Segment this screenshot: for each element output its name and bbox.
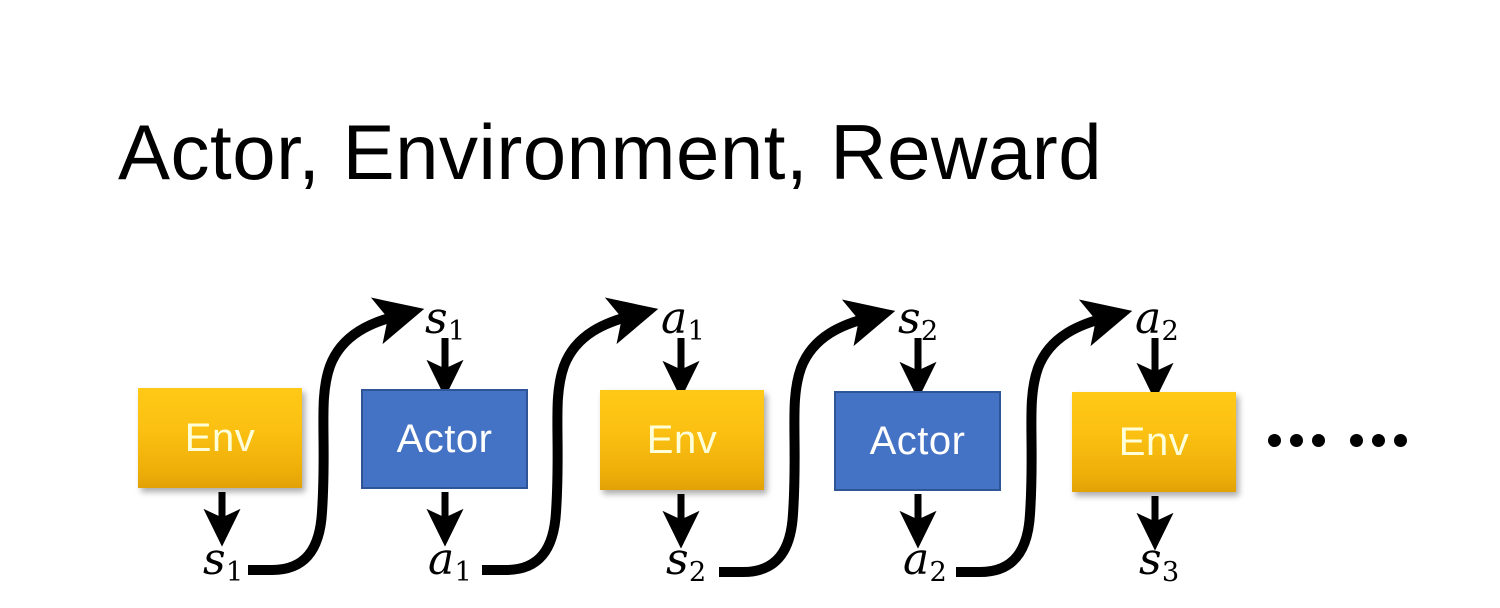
ellipsis-dot <box>1268 434 1281 447</box>
ellipsis-gap <box>1334 440 1341 441</box>
subscript: 1 <box>447 316 466 348</box>
symbol: a <box>1135 293 1162 344</box>
symbol: s <box>203 534 226 585</box>
subscript: 2 <box>920 316 939 348</box>
feedback-s-curves <box>248 297 1133 577</box>
node-label: Env <box>184 416 256 460</box>
label-state-s3-bottom: s3 <box>1139 538 1179 587</box>
subscript: 2 <box>929 557 947 589</box>
subscript: 3 <box>1161 557 1180 589</box>
down-arrows-into-node <box>426 338 1174 401</box>
subscript: 1 <box>687 316 705 348</box>
symbol: s <box>425 293 448 344</box>
node-label: Actor <box>869 419 966 463</box>
ellipsis-dot <box>1372 434 1385 447</box>
label-action-a2-bottom: a2 <box>903 538 947 587</box>
down-arrows-out-of-node <box>203 492 1174 551</box>
s-curve-s1 <box>248 297 425 575</box>
s-curve-s2 <box>719 299 896 577</box>
s-curve-a2 <box>956 299 1133 577</box>
label-state-s2-top: s2 <box>898 297 938 346</box>
ellipsis-dot <box>1394 434 1407 447</box>
node-actor-2[interactable]: Actor <box>834 391 1001 491</box>
label-action-a1-top: a1 <box>661 297 705 346</box>
node-env-1[interactable]: Env <box>138 388 302 488</box>
subscript: 1 <box>225 557 244 589</box>
subscript: 2 <box>688 557 707 589</box>
continuation-ellipsis <box>1268 434 1407 447</box>
symbol: s <box>898 293 921 344</box>
node-actor-1[interactable]: Actor <box>361 389 528 489</box>
symbol: a <box>428 534 455 585</box>
symbol: a <box>661 293 688 344</box>
node-label: Actor <box>396 417 493 461</box>
label-state-s1-top: s1 <box>425 297 465 346</box>
ellipsis-dot <box>1312 434 1325 447</box>
page-title: Actor, Environment, Reward <box>118 108 1103 196</box>
label-state-s2-bottom: s2 <box>666 538 706 587</box>
node-env-3[interactable]: Env <box>1072 392 1236 492</box>
s-curve-a1 <box>482 297 659 575</box>
label-action-a1-bottom: a1 <box>428 538 472 587</box>
subscript: 1 <box>454 557 472 589</box>
node-label: Env <box>646 418 718 462</box>
ellipsis-dot <box>1290 434 1303 447</box>
ellipsis-dot <box>1350 434 1363 447</box>
symbol: s <box>666 534 689 585</box>
label-state-s1-bottom: s1 <box>203 538 243 587</box>
subscript: 2 <box>1161 316 1179 348</box>
label-action-a2-top: a2 <box>1135 297 1179 346</box>
node-env-2[interactable]: Env <box>600 390 764 490</box>
symbol: a <box>903 534 930 585</box>
node-label: Env <box>1118 420 1190 464</box>
symbol: s <box>1139 534 1162 585</box>
